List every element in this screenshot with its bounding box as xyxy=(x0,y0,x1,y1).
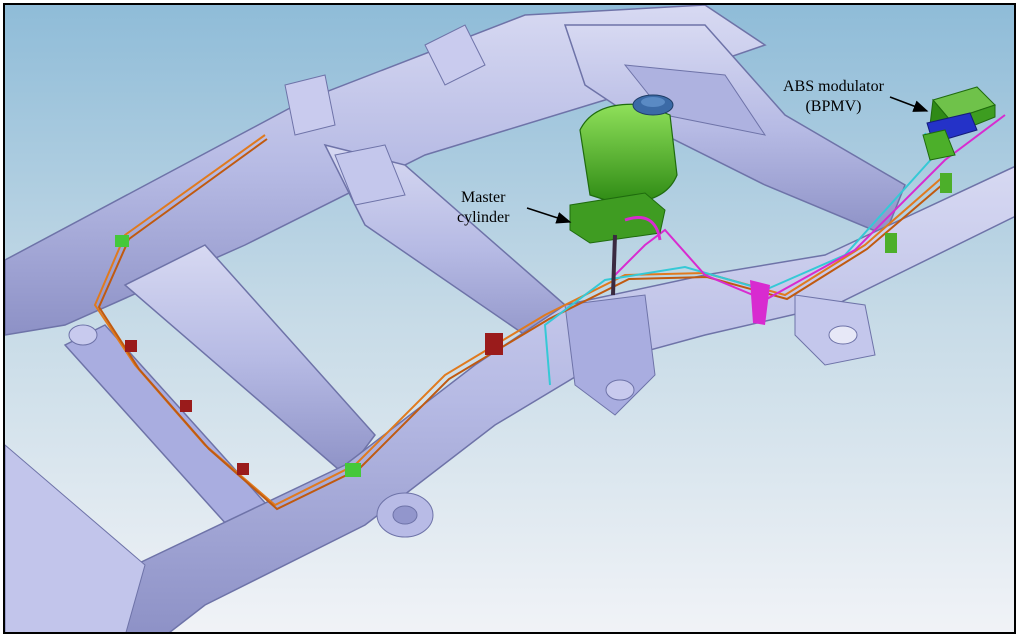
brake-line-cyan xyxy=(543,132,937,386)
clip-green xyxy=(345,463,361,477)
clip-red xyxy=(485,333,503,355)
brake-lines xyxy=(93,114,1006,511)
arrow-master-cylinder xyxy=(526,207,572,224)
clip-green xyxy=(115,235,129,247)
clip-red xyxy=(237,463,249,475)
diagram-frame: Master cylinder ABS modulator (BPMV) xyxy=(3,3,1016,634)
abs-modulator xyxy=(922,86,996,161)
abs-modulator-label-line1: ABS modulator xyxy=(783,78,884,95)
clip-magenta xyxy=(750,280,770,325)
chassis-illustration xyxy=(5,5,1014,632)
abs-modulator-label-line2: (BPMV) xyxy=(805,98,862,115)
master-cylinder-label-line1: Master xyxy=(460,189,506,206)
master-cylinder-label-line2: cylinder xyxy=(457,209,510,226)
arrow-abs-modulator xyxy=(889,96,929,112)
brake-line-orange xyxy=(93,134,946,507)
master-cylinder-label: Master cylinder xyxy=(457,188,509,228)
clip-green xyxy=(885,233,897,253)
clip-red xyxy=(125,340,137,352)
clip-red xyxy=(180,400,192,412)
master-cylinder xyxy=(569,94,678,296)
abs-modulator-label: ABS modulator (BPMV) xyxy=(783,77,884,117)
brake-line-magenta xyxy=(614,114,1006,302)
clip-green xyxy=(940,173,952,193)
near-frame-rail xyxy=(5,166,1014,632)
brake-line-clips xyxy=(115,173,952,477)
